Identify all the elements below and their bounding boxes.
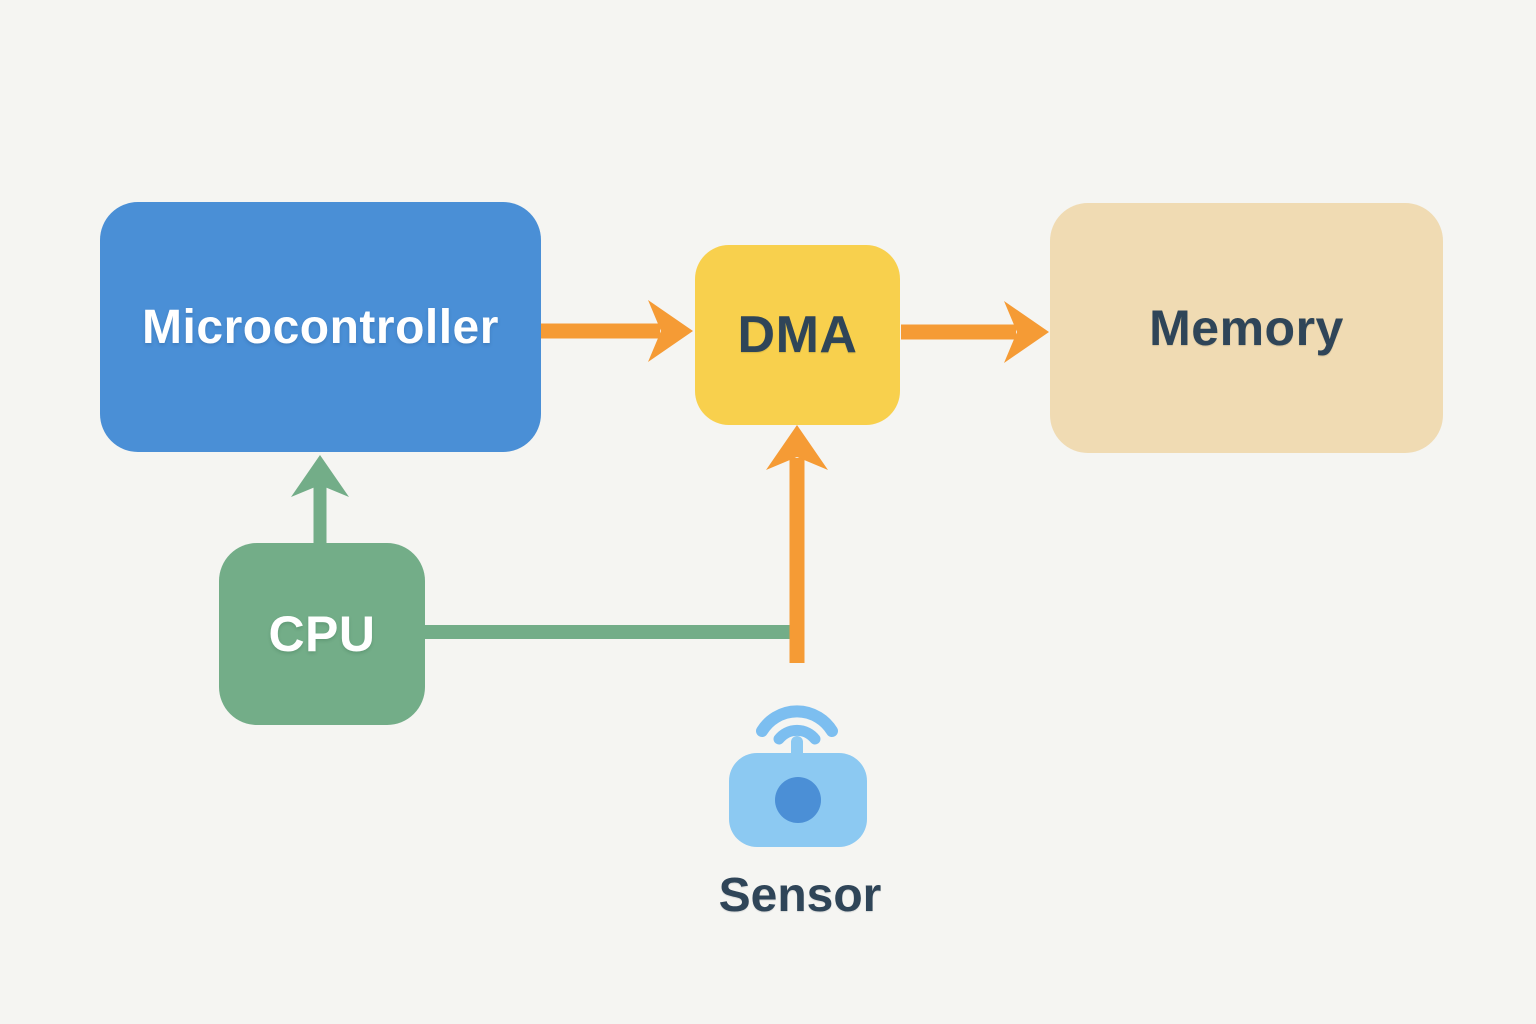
node-cpu-label: CPU (268, 606, 376, 662)
node-microcontroller: Microcontroller (100, 202, 541, 452)
edge-microcontroller-to-dma (541, 300, 693, 362)
node-sensor (712, 678, 888, 858)
node-dma: DMA (695, 245, 900, 425)
node-memory: Memory (1050, 203, 1443, 453)
node-sensor-label: Sensor (718, 869, 882, 922)
edge-cpu-to-microcontroller (291, 455, 349, 544)
node-dma-label: DMA (737, 306, 858, 364)
node-memory-label: Memory (1149, 300, 1344, 356)
wireless-sensor-icon (729, 705, 867, 847)
edge-dma-to-memory (901, 301, 1049, 363)
edge-sensor-to-dma (766, 425, 828, 663)
node-microcontroller-label: Microcontroller (142, 300, 499, 354)
node-cpu: CPU (219, 543, 425, 725)
